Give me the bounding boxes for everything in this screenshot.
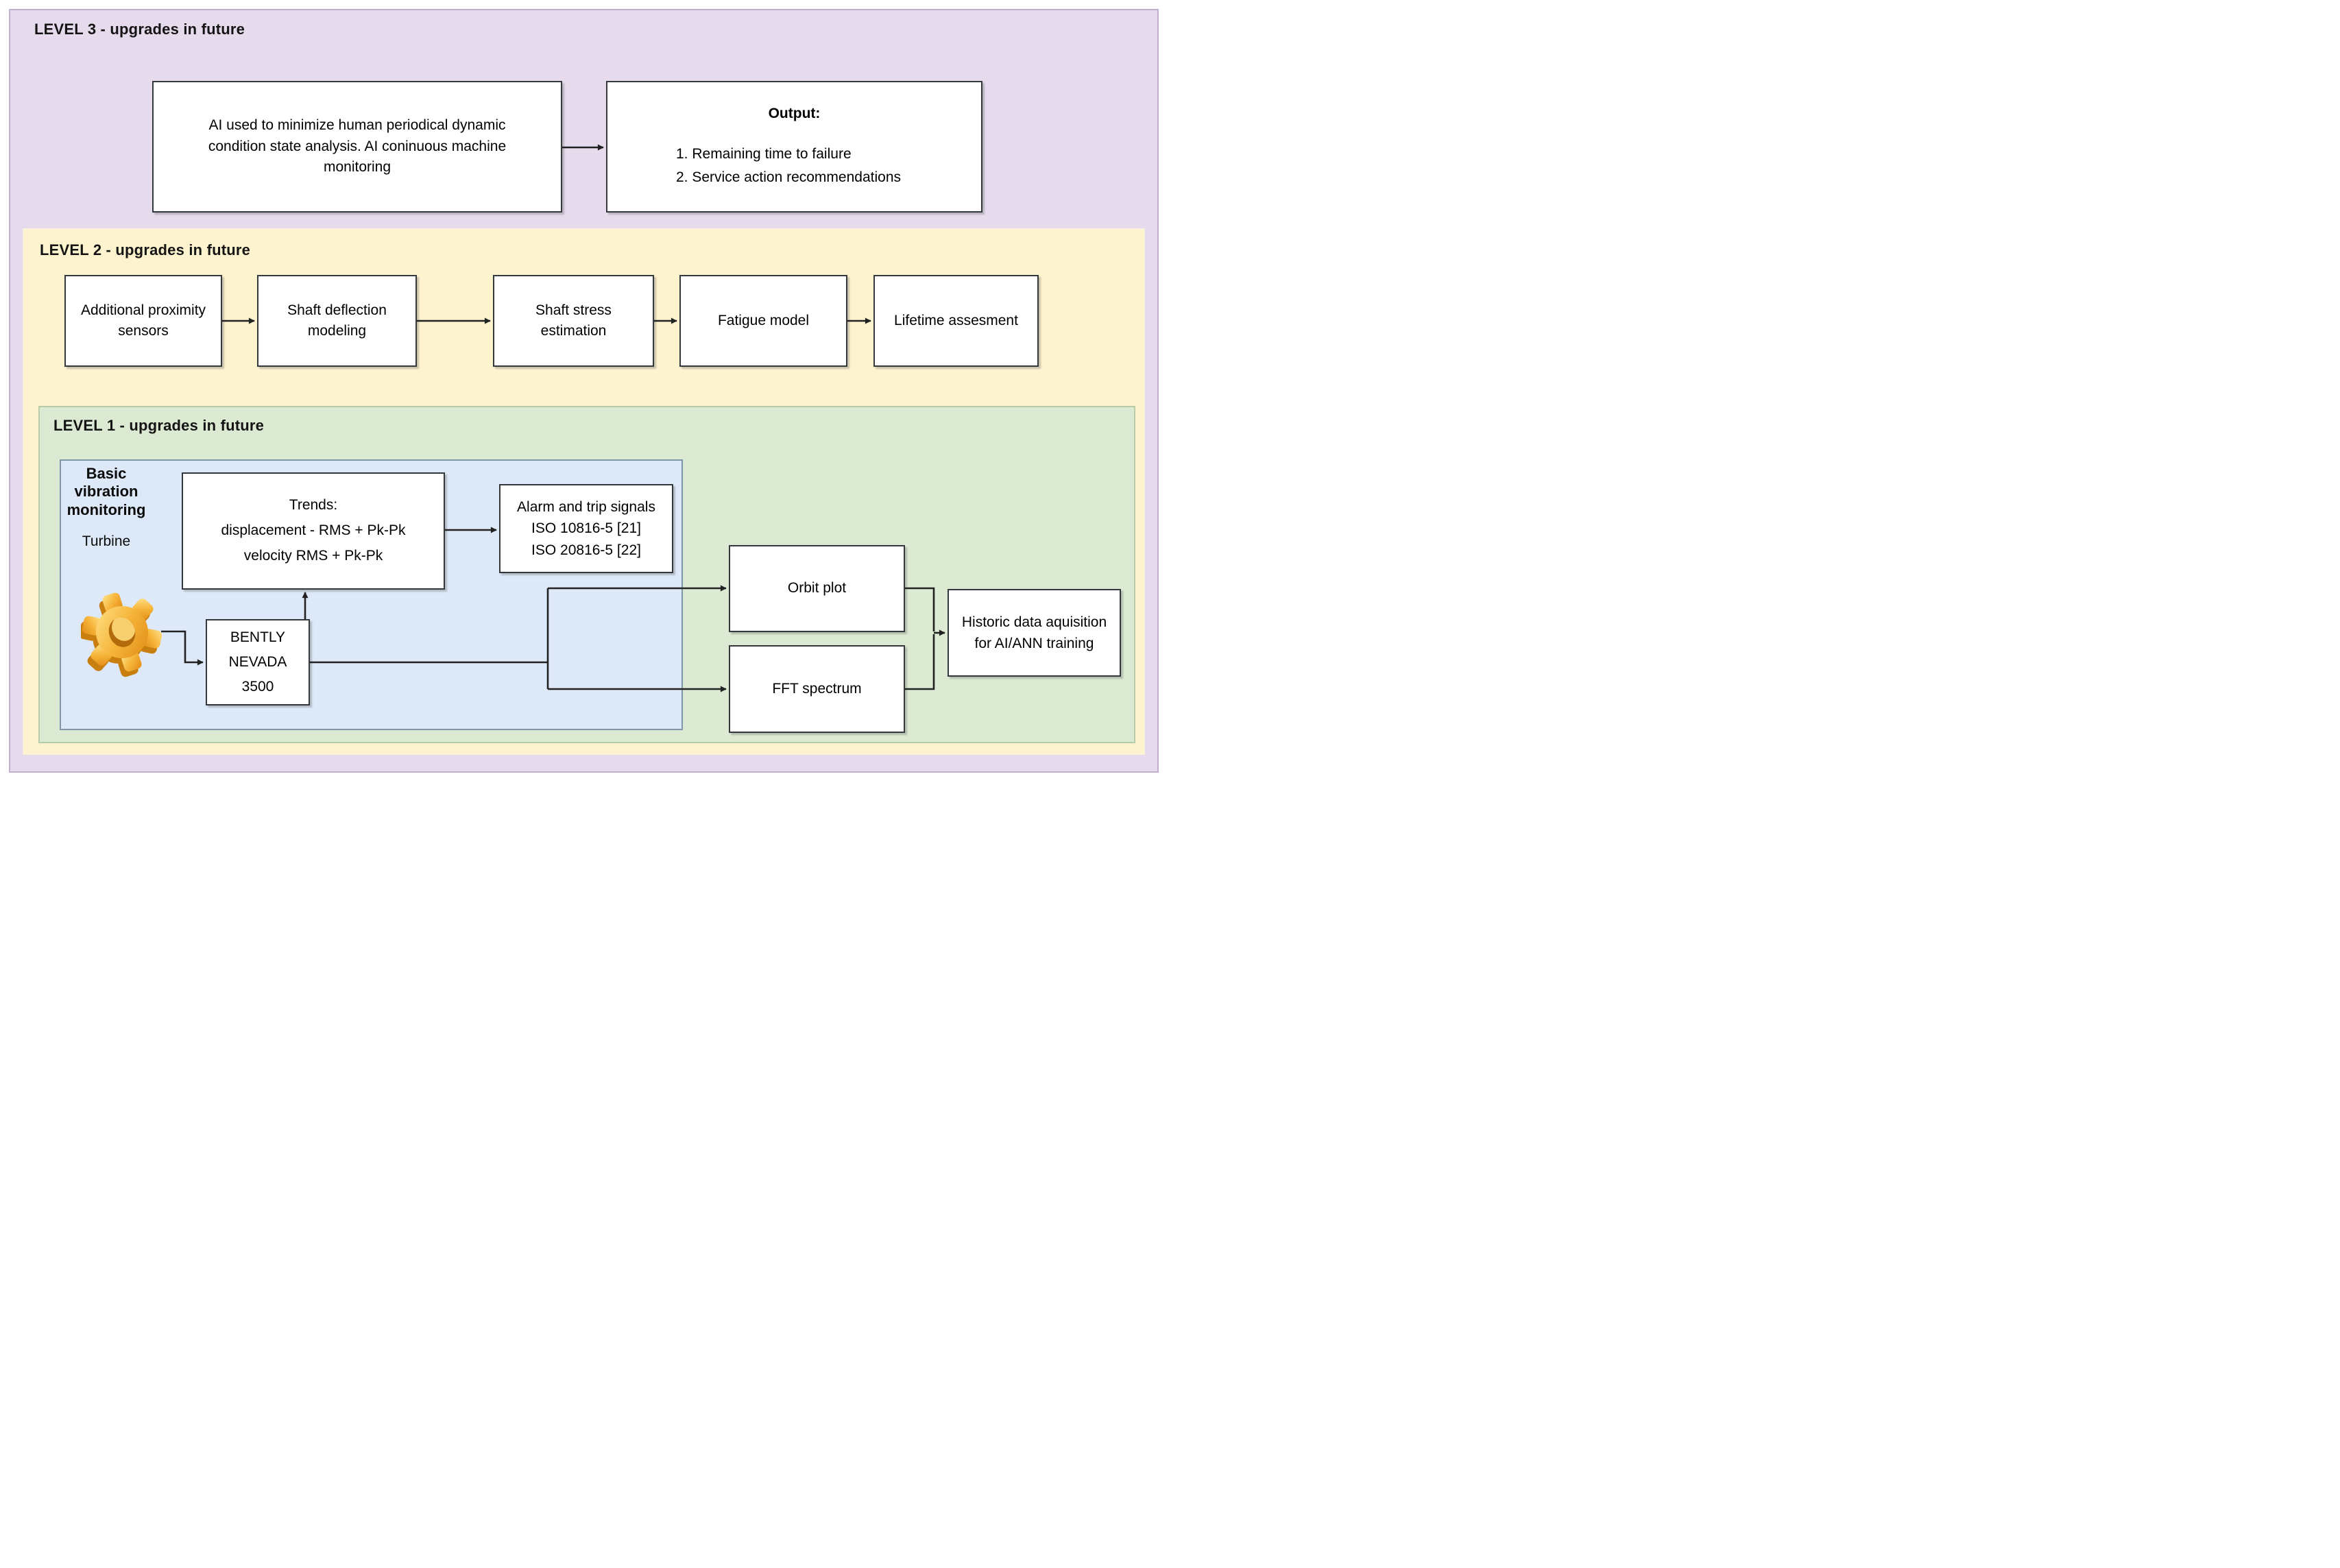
ai-monitoring-box: AI used to minimize human periodical dyn… <box>152 81 562 213</box>
output-item-2: 2. Service action recommendations <box>676 169 901 186</box>
trends-displacement: displacement - RMS + Pk-Pk <box>221 522 406 539</box>
output-title: Output: <box>768 106 821 122</box>
turbine-gear-icon <box>81 583 163 679</box>
shaft-deflection-modeling-box: Shaft deflection modeling <box>257 275 417 367</box>
trends-velocity: velocity RMS + Pk-Pk <box>243 547 383 564</box>
alarm-iso-20816: ISO 20816-5 [22] <box>531 542 641 558</box>
level1-title: LEVEL 1 - upgrades in future <box>53 417 265 434</box>
fft-spectrum-box: FFT spectrum <box>729 645 905 733</box>
shaft-deflection-modeling-text: Shaft deflection modeling <box>287 302 387 339</box>
additional-proximity-sensors-box: Additional proximity sensors <box>64 275 222 367</box>
alarm-iso-10816: ISO 10816-5 [21] <box>531 520 641 537</box>
historic-data-box: Historic data aquisition for AI/ANN trai… <box>948 589 1121 677</box>
bently-line2: NEVADA 3500 <box>228 654 287 695</box>
fft-spectrum-text: FFT spectrum <box>772 680 862 697</box>
additional-proximity-sensors-text: Additional proximity sensors <box>80 302 206 339</box>
output-item-1: 1. Remaining time to failure <box>676 145 852 162</box>
trends-box: Trends: displacement - RMS + Pk-Pk veloc… <box>182 472 445 590</box>
level2-title: LEVEL 2 - upgrades in future <box>40 241 251 258</box>
shaft-stress-estimation-text: Shaft stress estimation <box>535 302 612 339</box>
ai-monitoring-text: AI used to minimize human periodical dyn… <box>208 117 507 176</box>
basic-vibration-monitoring-label: Basic vibration monitoring <box>67 465 146 518</box>
vibration-monitoring-diagram: LEVEL 3 - upgrades in future LEVEL 2 - u… <box>0 0 1170 784</box>
fatigue-model-text: Fatigue model <box>717 312 810 328</box>
historic-data-text: Historic data aquisition for AI/ANN trai… <box>961 614 1107 652</box>
orbit-plot-box: Orbit plot <box>729 545 905 632</box>
orbit-plot-text: Orbit plot <box>787 580 847 596</box>
alarm-trip-signals-box: Alarm and trip signals ISO 10816-5 [21] … <box>499 484 673 573</box>
turbine-label: Turbine <box>82 533 131 549</box>
fatigue-model-box: Fatigue model <box>679 275 847 367</box>
alarm-title: Alarm and trip signals <box>517 498 655 515</box>
bently-line1: BENTLY <box>230 629 286 646</box>
lifetime-assesment-box: Lifetime assesment <box>873 275 1039 367</box>
lifetime-assesment-text: Lifetime assesment <box>894 312 1018 328</box>
shaft-stress-estimation-box: Shaft stress estimation <box>493 275 654 367</box>
level3-title: LEVEL 3 - upgrades in future <box>34 21 245 38</box>
output-box: Output: 1. Remaining time to failure 2. … <box>606 81 982 213</box>
trends-title: Trends: <box>289 497 338 514</box>
bently-nevada-box: BENTLY NEVADA 3500 <box>206 619 310 705</box>
